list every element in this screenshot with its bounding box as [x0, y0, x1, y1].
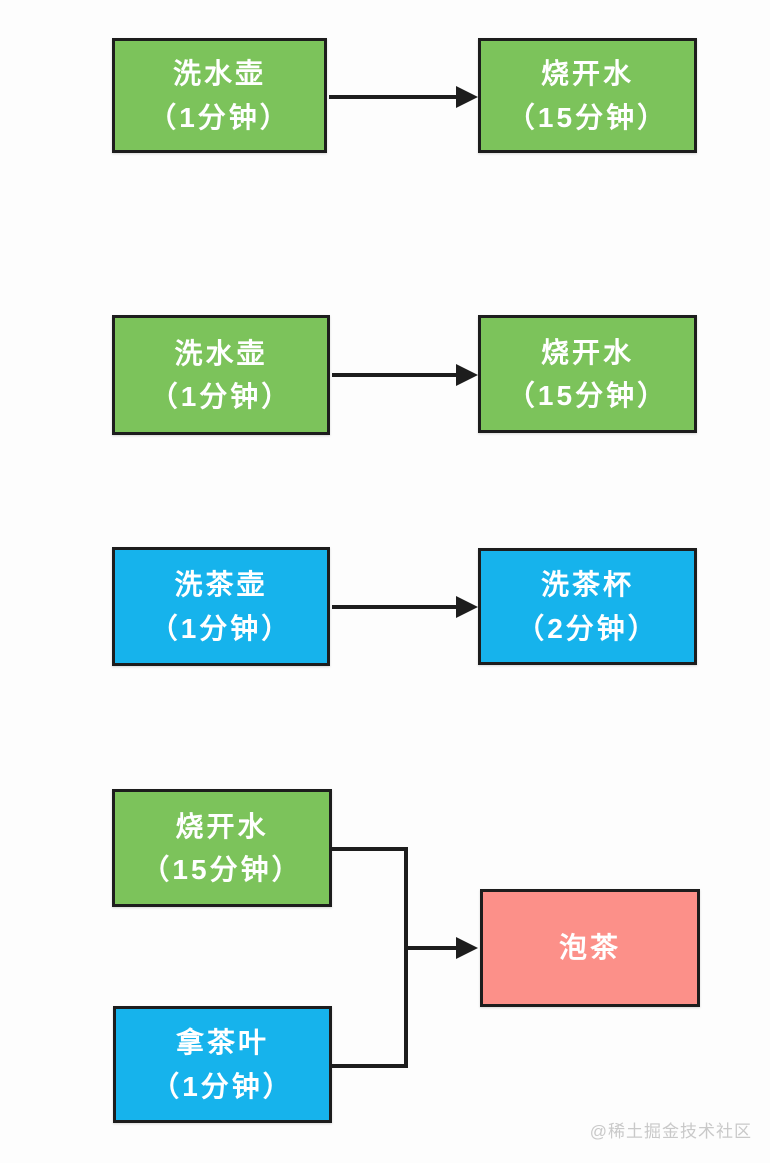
- node-label: 烧开水: [540, 336, 634, 368]
- watermark: @稀土掘金技术社区: [589, 1122, 752, 1141]
- node-wash-kettle-1: 洗水壶 （1分钟）: [112, 38, 327, 153]
- node-brew-tea: 泡茶: [480, 889, 700, 1007]
- node-label: 洗水壶: [174, 337, 268, 369]
- node-label: 洗茶杯: [540, 569, 634, 601]
- node-label: 洗水壶: [172, 58, 266, 90]
- arrowhead-icon: [456, 364, 478, 386]
- arrow-row3: [332, 596, 478, 618]
- node-duration: （15分钟）: [506, 380, 669, 411]
- node-duration: （1分钟）: [151, 1070, 294, 1102]
- node-duration: （15分钟）: [141, 854, 303, 885]
- node-wash-kettle-2: 洗水壶 （1分钟）: [112, 315, 330, 435]
- node-label: 拿茶叶: [175, 1027, 269, 1059]
- merge-connector: [332, 847, 478, 1068]
- arrow-row2: [332, 364, 478, 386]
- node-boil-water-1: 烧开水 （15分钟）: [478, 38, 697, 153]
- arrowhead-icon: [456, 937, 478, 959]
- node-label: 洗茶壶: [174, 569, 268, 601]
- node-wash-teapot: 洗茶壶 （1分钟）: [112, 547, 330, 666]
- arrowhead-icon: [456, 596, 478, 618]
- node-duration: （15分钟）: [506, 101, 669, 133]
- node-label: 烧开水: [540, 58, 634, 90]
- node-duration: （1分钟）: [149, 381, 293, 412]
- node-take-tea-leaves: 拿茶叶 （1分钟）: [113, 1006, 332, 1123]
- node-boil-water-2: 烧开水 （15分钟）: [478, 315, 697, 433]
- connector-path: [332, 847, 408, 1068]
- node-duration: （1分钟）: [149, 612, 293, 644]
- node-boil-water-3: 烧开水 （15分钟）: [112, 789, 332, 907]
- node-label: 泡茶: [558, 932, 621, 964]
- node-label: 烧开水: [175, 810, 269, 842]
- arrow-row1: [329, 86, 478, 108]
- arrowhead-icon: [456, 86, 478, 108]
- node-duration: （1分钟）: [148, 101, 291, 133]
- node-duration: （2分钟）: [516, 612, 659, 644]
- node-wash-teacup: 洗茶杯 （2分钟）: [478, 548, 697, 665]
